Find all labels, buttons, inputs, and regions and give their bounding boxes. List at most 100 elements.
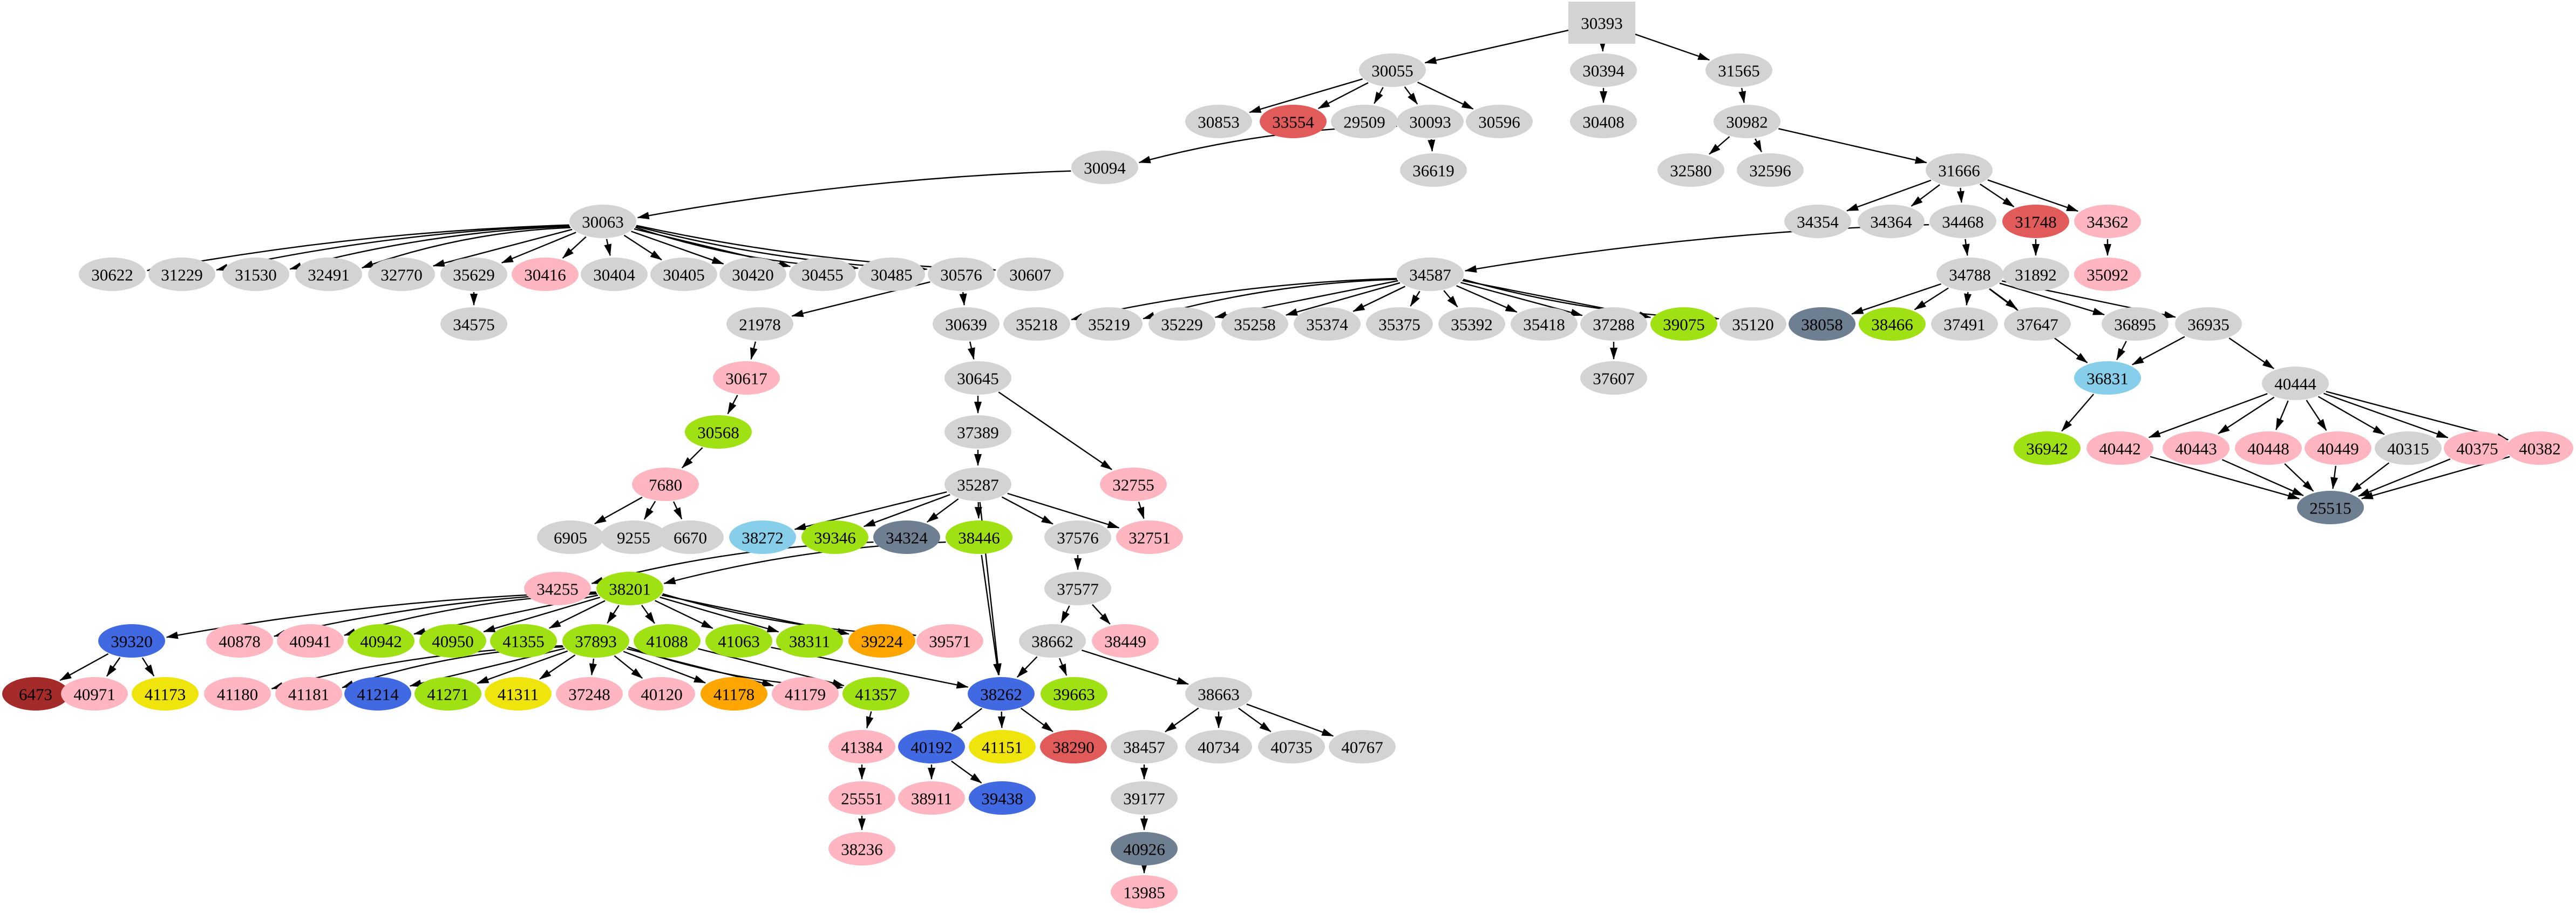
node-30645: 30645 [944, 361, 1011, 395]
node-36831: 36831 [2074, 361, 2141, 395]
node-label-32751: 32751 [1129, 529, 1171, 547]
edge-30063-35629 [501, 232, 576, 263]
node-label-41179: 41179 [785, 685, 826, 704]
node-shape-41311 [485, 677, 552, 711]
node-label-32755: 32755 [1112, 476, 1154, 495]
node-label-38236: 38236 [841, 840, 883, 859]
edge-30393-30055 [1424, 29, 1569, 64]
edge-30055-30596 [1417, 82, 1474, 110]
node-shape-40315 [2375, 431, 2442, 465]
node-30576: 30576 [928, 258, 995, 291]
node-shape-32596 [1737, 153, 1804, 187]
node-shape-38236 [828, 832, 895, 865]
node-31892: 31892 [2002, 258, 2069, 291]
node-label-38272: 38272 [742, 529, 784, 547]
node-label-25551: 25551 [841, 789, 883, 808]
node-shape-30576 [928, 258, 995, 291]
node-38058: 38058 [1789, 307, 1855, 341]
node-shape-37577 [1044, 572, 1111, 605]
edge-31666-34354 [1846, 179, 1932, 212]
edge-34587-35374 [1352, 286, 1406, 312]
node-34364: 34364 [1858, 205, 1925, 238]
node-label-40926: 40926 [1123, 840, 1165, 859]
node-shape-40878 [206, 624, 273, 658]
node-label-35629: 35629 [453, 266, 495, 285]
node-label-40449: 40449 [2317, 439, 2359, 458]
node-label-41214: 41214 [357, 685, 399, 704]
node-label-31229: 31229 [161, 266, 203, 285]
edge-30063-30404 [604, 239, 611, 256]
node-label-7680: 7680 [649, 476, 682, 495]
node-36895: 36895 [2102, 307, 2169, 341]
node-25515: 25515 [2297, 491, 2364, 524]
node-35374: 35374 [1294, 307, 1361, 341]
node-label-38457: 38457 [1123, 738, 1165, 757]
node-shape-35258 [1221, 307, 1288, 341]
node-shape-6670 [657, 520, 724, 554]
node-shape-30405 [650, 258, 717, 291]
node-41214: 41214 [344, 677, 411, 711]
node-34354: 34354 [1784, 205, 1851, 238]
node-30393: 30393 [1568, 2, 1635, 44]
node-38449: 38449 [1092, 624, 1159, 658]
node-41088: 41088 [634, 624, 701, 658]
node-13985: 13985 [1111, 875, 1178, 909]
node-label-37607: 37607 [1593, 369, 1635, 388]
node-40382: 40382 [2506, 431, 2573, 465]
node-30405: 30405 [650, 258, 717, 291]
edge-40444-40375 [2323, 393, 2449, 438]
node-label-35375: 35375 [1378, 315, 1420, 334]
node-label-30645: 30645 [957, 369, 999, 388]
node-40950: 40950 [419, 624, 486, 658]
node-label-40120: 40120 [641, 685, 683, 704]
node-41384: 41384 [828, 730, 895, 763]
edge-34587-35392 [1443, 290, 1458, 308]
node-label-34468: 34468 [1942, 213, 1984, 232]
node-shape-41180 [204, 677, 271, 711]
node-39346: 39346 [801, 520, 868, 554]
node-label-40442: 40442 [2099, 439, 2141, 458]
node-shape-34364 [1858, 205, 1925, 238]
node-shape-40767 [1329, 730, 1396, 763]
edge-40315-25515 [2350, 462, 2390, 493]
node-31565: 31565 [1705, 53, 1772, 87]
node-label-41180: 41180 [217, 685, 258, 704]
node-35375: 35375 [1366, 307, 1433, 341]
node-shape-38272 [729, 520, 796, 554]
edge-21978-30617 [750, 341, 758, 360]
node-label-40878: 40878 [219, 632, 261, 651]
node-38446: 38446 [946, 520, 1012, 554]
edge-38662-39663 [1058, 658, 1068, 676]
node-shape-34468 [1929, 205, 1996, 238]
node-shape-39346 [801, 520, 868, 554]
node-35287: 35287 [944, 468, 1011, 501]
edge-34788-38058 [1851, 283, 1942, 315]
node-shape-41214 [344, 677, 411, 711]
node-shape-6905 [537, 520, 604, 554]
edge-36935-40444 [2228, 337, 2274, 369]
edge-30639-30645 [968, 341, 975, 360]
node-label-36895: 36895 [2114, 315, 2156, 334]
node-30093: 30093 [1397, 105, 1464, 138]
node-label-41355: 41355 [502, 632, 545, 651]
node-38911: 38911 [898, 781, 965, 815]
edge-30055-30093 [1404, 86, 1418, 105]
node-shape-37893 [562, 624, 629, 658]
node-label-37288: 37288 [1593, 315, 1635, 334]
node-label-34362: 34362 [2086, 213, 2129, 232]
node-shape-35092 [2074, 258, 2141, 291]
node-30607: 30607 [997, 258, 1064, 291]
node-label-40315: 40315 [2387, 439, 2429, 458]
edge-31666-34362 [1987, 179, 2079, 212]
node-40767: 40767 [1329, 730, 1396, 763]
node-label-39438: 39438 [981, 789, 1023, 808]
node-35120: 35120 [1719, 307, 1786, 341]
edge-40449-25515 [2330, 465, 2339, 490]
node-label-30393: 30393 [1581, 14, 1623, 33]
node-shape-41088 [634, 624, 701, 658]
edge-34587-35418 [1456, 285, 1518, 313]
edge-40444-40449 [2306, 400, 2327, 431]
node-40375: 40375 [2444, 431, 2511, 465]
edge-39320-40971 [106, 657, 121, 677]
